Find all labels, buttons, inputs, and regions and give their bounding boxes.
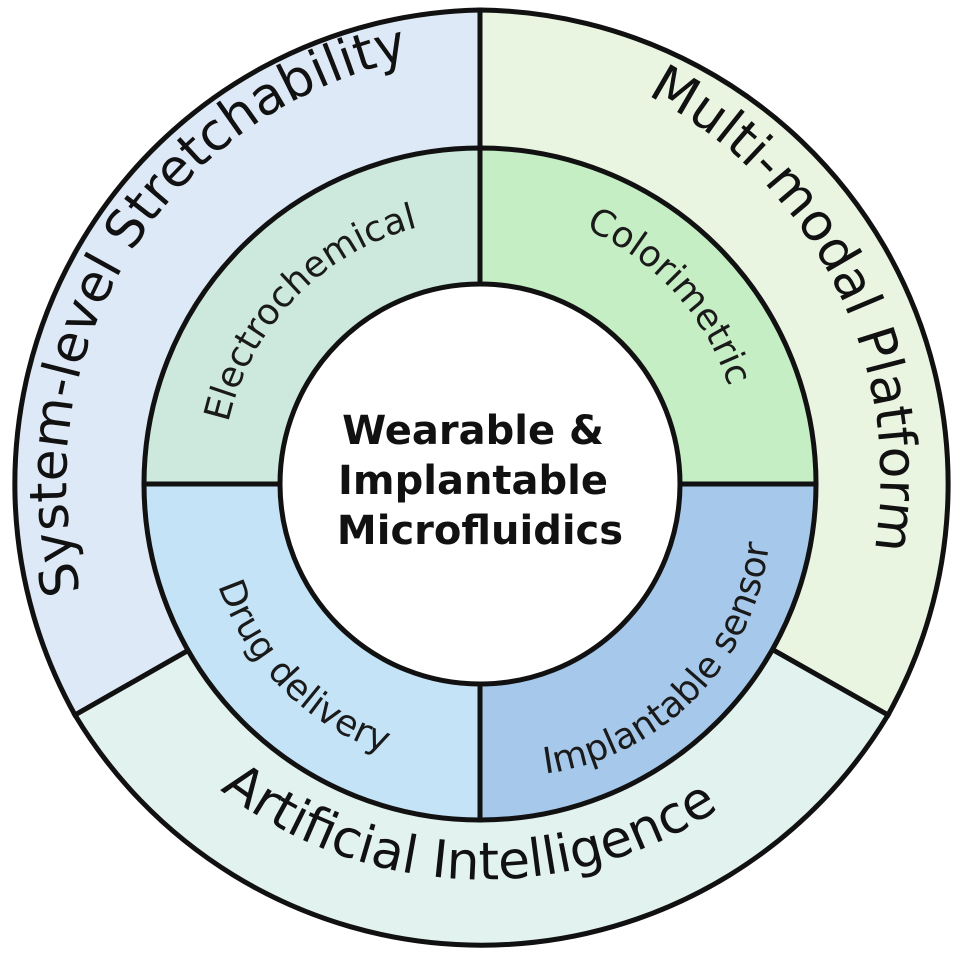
- center-circle: [277, 281, 683, 687]
- center-title-line-2: Implantable: [338, 458, 608, 504]
- center-title-line-3: Microfluidics: [337, 508, 623, 554]
- center-title-line-1: Wearable &: [342, 408, 604, 454]
- center-title: Wearable & Implantable Microfluidics: [337, 408, 623, 554]
